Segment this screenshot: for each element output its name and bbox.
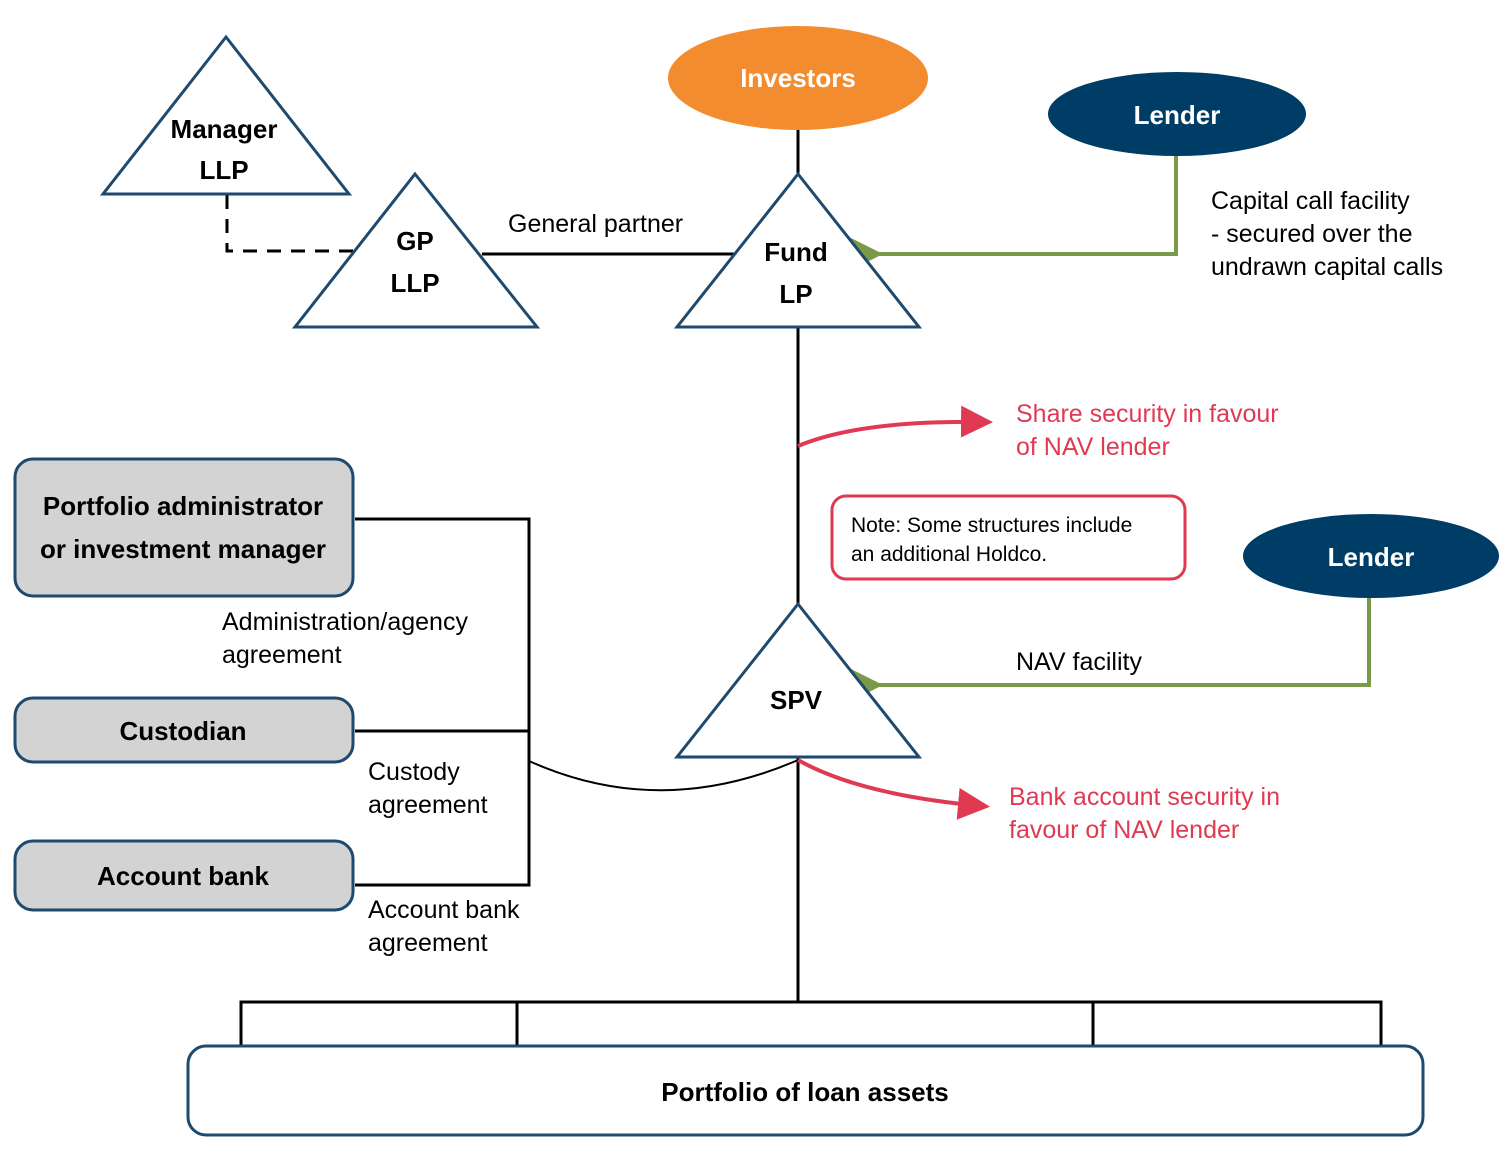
capital-call-label-1: Capital call facility (1211, 187, 1410, 215)
note-line-2: an additional Holdco. (851, 543, 1047, 566)
spv-node: SPV (673, 601, 923, 759)
portfolio-admin-label-2: or investment manager (40, 534, 326, 564)
services-spv-curve (528, 759, 799, 792)
bank-security-label-1: Bank account security in (1009, 783, 1280, 811)
custodian-box: Custodian (13, 696, 355, 764)
gp-label: GP (396, 226, 434, 256)
portfolio-administrator-box: Portfolio administrator or investment ma… (13, 457, 355, 598)
manager-llp-label: LLP (199, 155, 248, 185)
custody-agreement-label-2: agreement (368, 791, 488, 819)
custodian-label: Custodian (119, 716, 246, 746)
fund-lp-label: LP (779, 279, 812, 309)
account-bank-label: Account bank (97, 861, 269, 891)
nav-facility-label: NAV facility (1016, 648, 1142, 676)
account-bank-agreement-label-2: agreement (368, 929, 488, 957)
capital-call-label-2: - secured over the (1211, 220, 1413, 248)
lender-top-label: Lender (1134, 100, 1221, 130)
spv-label: SPV (770, 685, 823, 715)
service-providers-bracket (355, 517, 531, 887)
manager-label: Manager (171, 114, 278, 144)
gp-llp-node: GP LLP (291, 171, 541, 329)
share-security-arrow (797, 405, 993, 448)
admin-agreement-label-1: Administration/agency (222, 608, 468, 636)
portfolio-bracket (239, 1000, 1383, 1046)
share-security-label-2: of NAV lender (1016, 433, 1170, 461)
lender-nav-node: Lender (1243, 514, 1499, 598)
loan-portfolio-label: Portfolio of loan assets (661, 1077, 949, 1107)
lender-nav-label: Lender (1328, 542, 1415, 572)
holdco-note: Note: Some structures include an additio… (830, 494, 1187, 581)
gp-llp-label: LLP (390, 268, 439, 298)
fund-lp-node: Fund LP (673, 171, 923, 329)
general-partner-label: General partner (508, 210, 683, 238)
account-bank-agreement-label-1: Account bank (368, 896, 520, 924)
bank-security-label-2: favour of NAV lender (1009, 816, 1239, 844)
note-line-1: Note: Some structures include (851, 514, 1132, 537)
lender-capital-call-node: Lender (1048, 72, 1306, 156)
admin-agreement-label-2: agreement (222, 641, 342, 669)
custody-agreement-label-1: Custody (368, 758, 460, 786)
fund-label: Fund (764, 237, 828, 267)
portfolio-admin-label-1: Portfolio administrator (43, 491, 323, 521)
bank-security-arrow (797, 758, 990, 820)
capital-call-label-3: undrawn capital calls (1211, 253, 1443, 281)
loan-portfolio-box: Portfolio of loan assets (186, 1044, 1425, 1137)
share-security-label-1: Share security in favour (1016, 400, 1279, 428)
manager-gp-dashed-connector (225, 195, 355, 253)
account-bank-box: Account bank (13, 839, 355, 912)
manager-llp-node: Manager LLP (99, 34, 353, 196)
capital-call-arrow (851, 155, 1178, 270)
investors-node: Investors (668, 26, 928, 130)
nav-facility-arrow (851, 597, 1371, 701)
investors-label: Investors (740, 63, 856, 93)
